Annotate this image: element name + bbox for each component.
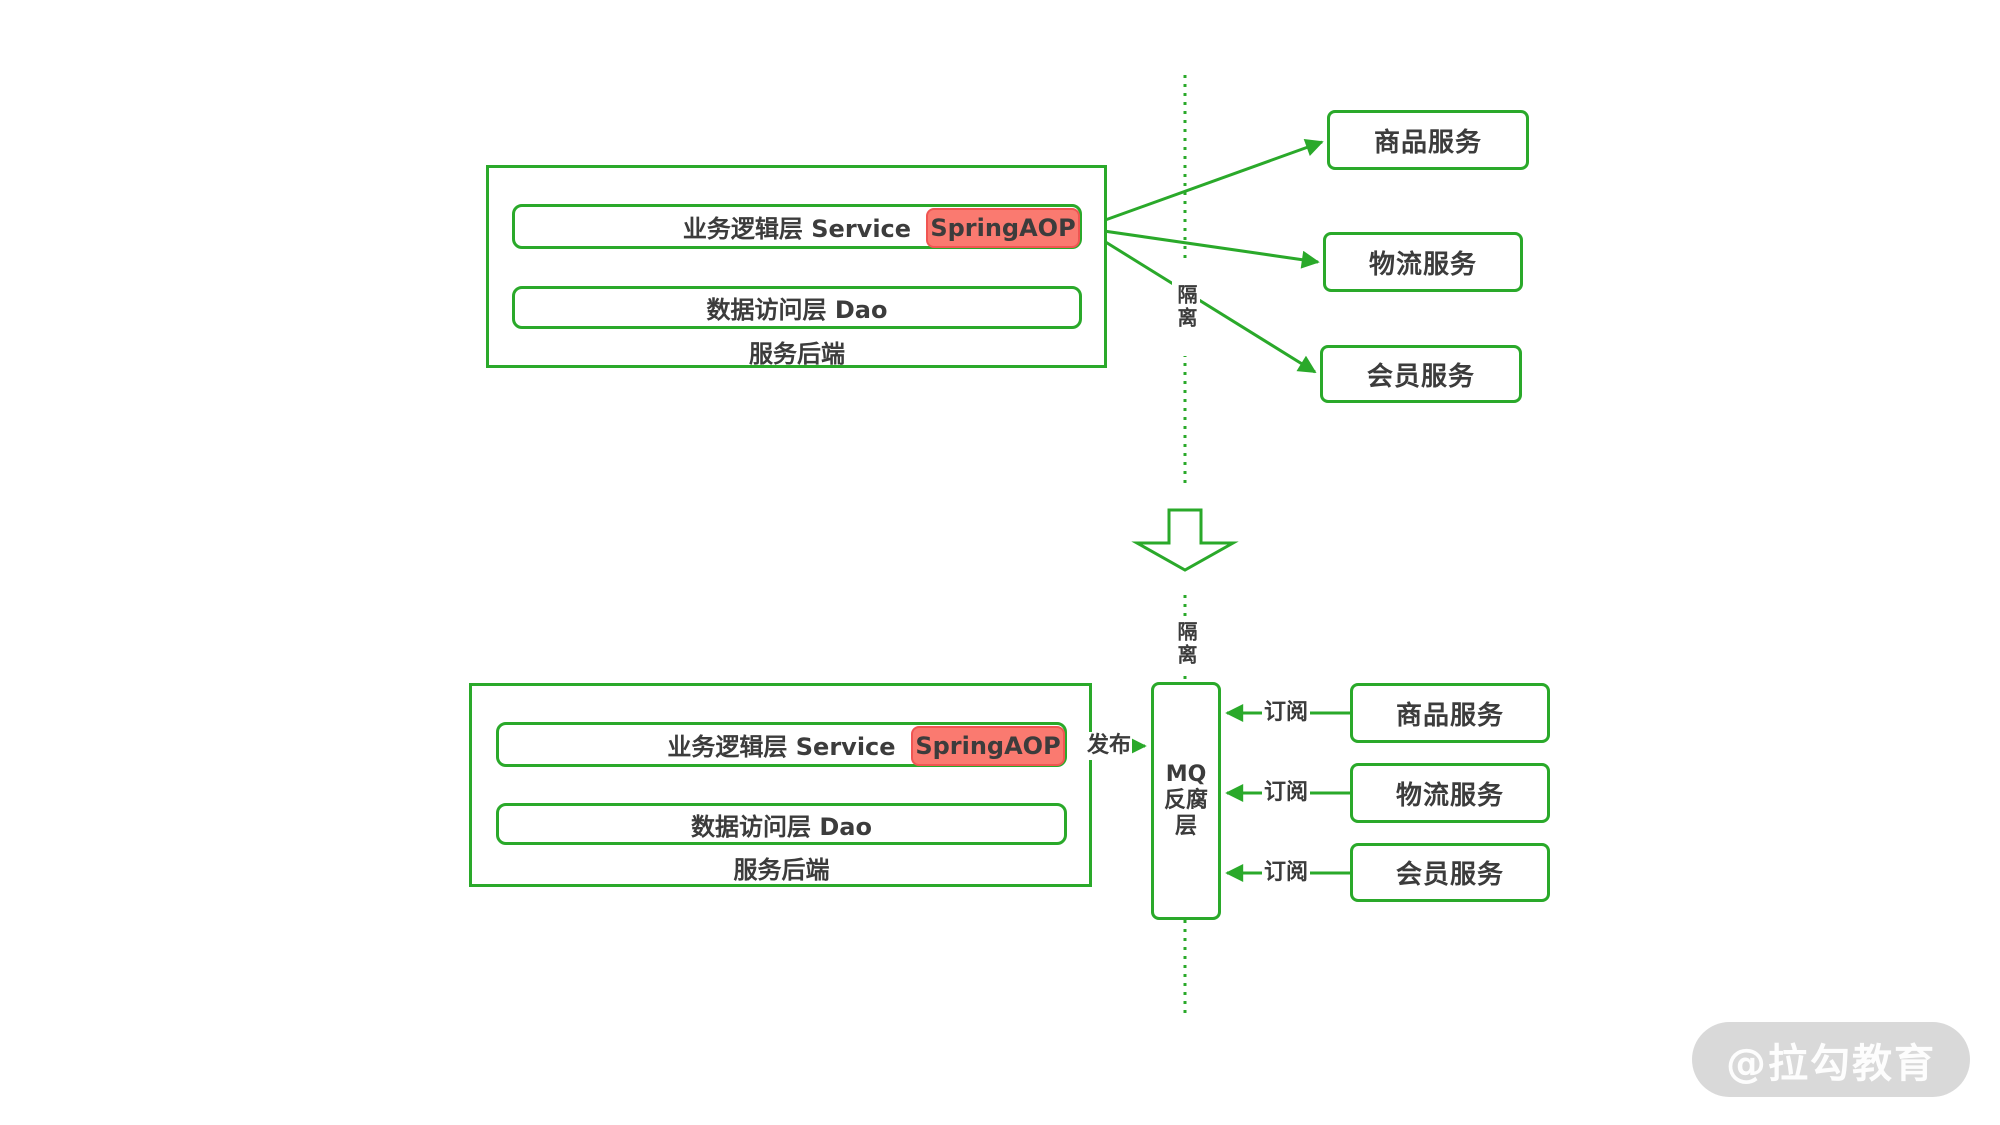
subscribe-label-product: 订阅 [1262, 699, 1310, 727]
mq-anticorruption-layer-box: MQ 反腐 层 [1151, 682, 1221, 920]
backend-group-box-top [486, 165, 1107, 368]
isolation-label-bottom: 隔离 [1172, 616, 1200, 672]
arrow-to-logistics-service [1082, 226, 1320, 269]
isolation-label-top: 隔离 [1172, 258, 1200, 356]
arrow-to-product-service [1082, 139, 1324, 230]
dao-layer-box-bottom: 数据访问层 Dao [496, 803, 1067, 845]
subscribe-label-logistics: 订阅 [1262, 779, 1310, 807]
product-service-box-bottom: 商品服务 [1350, 683, 1550, 743]
watermark-badge: @拉勾教育 [1692, 1022, 1970, 1097]
service-layer-label-bottom: 业务逻辑层 Service [667, 733, 896, 761]
springaop-badge-bottom: SpringAOP [911, 726, 1065, 766]
dao-layer-label-top: 数据访问层 Dao [706, 296, 888, 324]
subscribe-label-member: 订阅 [1262, 859, 1310, 887]
product-service-box-top: 商品服务 [1327, 110, 1529, 170]
backend-group-label-top: 服务后端 [749, 340, 845, 368]
service-layer-label-top: 业务逻辑层 Service [682, 215, 912, 243]
member-service-box-bottom: 会员服务 [1350, 843, 1550, 902]
dao-layer-label-bottom: 数据访问层 Dao [691, 812, 872, 841]
logistics-service-box-top: 物流服务 [1323, 232, 1523, 292]
backend-group-box-bottom [469, 683, 1092, 887]
backend-group-label-bottom: 服务后端 [733, 856, 830, 884]
downward-transform-arrow [1131, 508, 1239, 572]
dao-layer-box-top: 数据访问层 Dao [512, 286, 1082, 329]
member-service-box-top: 会员服务 [1320, 345, 1522, 403]
publish-label: 发布 [1086, 732, 1132, 760]
logistics-service-box-bottom: 物流服务 [1350, 763, 1550, 823]
springaop-badge-top: SpringAOP [926, 208, 1080, 248]
